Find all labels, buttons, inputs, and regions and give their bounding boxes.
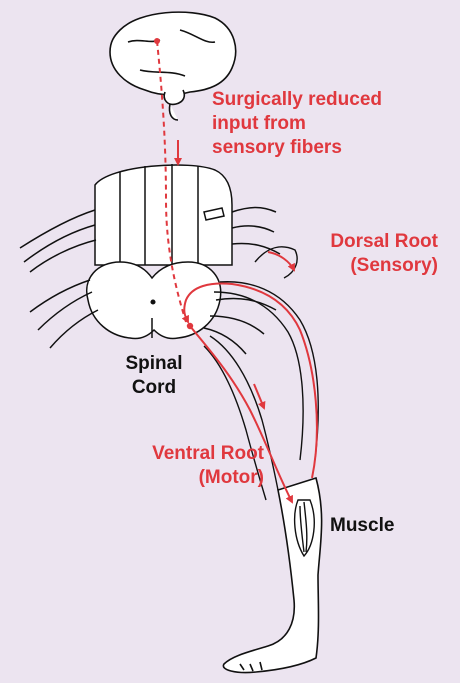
spinal-cord-illustration	[20, 164, 280, 354]
surgical-note-line-2: input from	[212, 112, 382, 136]
spinal-cord-line-2: Cord	[118, 376, 190, 400]
spinal-cord-label: Spinal Cord	[118, 352, 190, 400]
dorsal-root-line-2: (Sensory)	[300, 254, 438, 278]
motor-arrow	[254, 384, 264, 408]
ventral-root-line-1: Ventral Root	[118, 442, 264, 466]
surgical-note-line-3: sensory fibers	[212, 136, 382, 160]
surgical-note-label: Surgically reduced input from sensory fi…	[212, 88, 382, 160]
sensory-entry-arrow	[268, 252, 294, 270]
dorsal-root-line-1: Dorsal Root	[300, 230, 438, 254]
spinal-cord-line-1: Spinal	[118, 352, 190, 376]
muscle-label: Muscle	[330, 514, 394, 538]
ventral-root-line-2: (Motor)	[118, 466, 264, 490]
ventral-root-label: Ventral Root (Motor)	[118, 442, 264, 490]
dorsal-root-label: Dorsal Root (Sensory)	[300, 230, 438, 278]
surgical-note-line-1: Surgically reduced	[212, 88, 382, 112]
